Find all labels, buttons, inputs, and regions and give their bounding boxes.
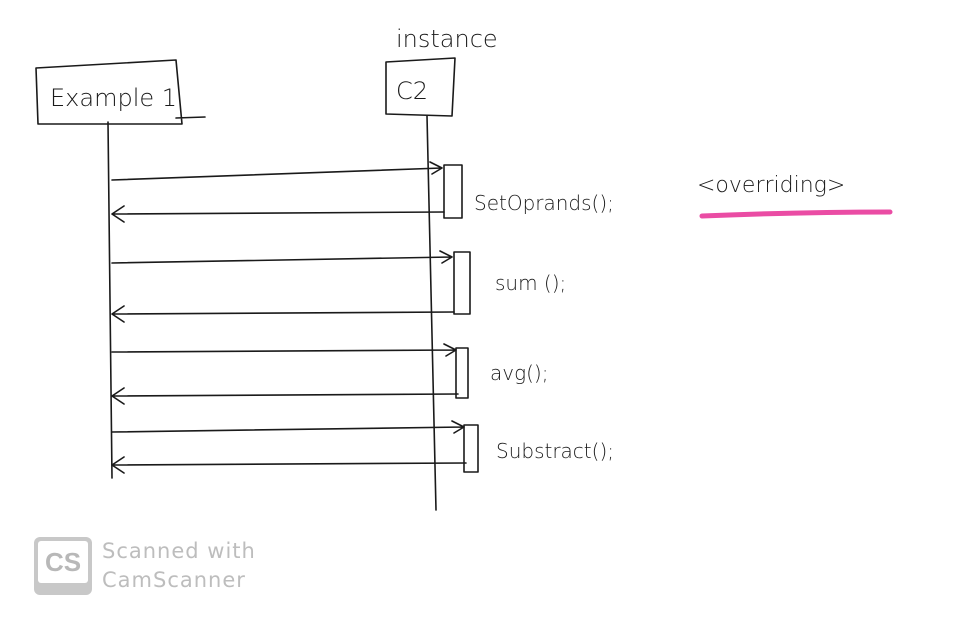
message-label: SetOprands(); — [474, 191, 614, 215]
participant-label: C2 — [396, 77, 428, 105]
watermark-line2: CamScanner — [102, 568, 246, 592]
participant-c2: C2 — [385, 57, 456, 117]
message-4: Substract(); — [111, 420, 614, 474]
call-arrow — [111, 420, 465, 434]
participant-example1: Example 1 — [35, 59, 206, 125]
message-2: sum (); — [111, 250, 566, 323]
return-arrow — [111, 456, 467, 474]
stereotype-label: instance — [396, 25, 498, 53]
watermark-line1: Scanned with — [102, 539, 256, 563]
camscanner-watermark: CS Scanned with CamScanner — [34, 537, 256, 595]
return-arrow — [111, 305, 455, 323]
camscanner-logo-icon: CS — [34, 537, 92, 595]
call-arrow — [111, 161, 443, 181]
return-arrow — [111, 387, 459, 405]
message-3: avg(); — [111, 343, 548, 405]
return-arrow — [111, 205, 445, 223]
note-label: <overriding> — [697, 173, 845, 198]
activation-box — [455, 347, 469, 399]
lifeline-c2 — [426, 115, 437, 511]
activation-box — [443, 164, 463, 219]
message-1: SetOprands(); — [111, 161, 614, 223]
message-label: avg(); — [490, 361, 548, 385]
message-label: Substract(); — [496, 439, 614, 463]
participant-label: Example 1 — [50, 84, 177, 112]
call-arrow — [111, 343, 457, 357]
note-overriding: <overriding> — [697, 173, 893, 219]
activation-box — [463, 424, 479, 473]
call-arrow — [111, 250, 453, 264]
highlight-underline — [699, 209, 893, 219]
activation-box — [453, 251, 471, 315]
lifeline-example1 — [107, 121, 113, 479]
message-label: sum (); — [495, 271, 566, 295]
